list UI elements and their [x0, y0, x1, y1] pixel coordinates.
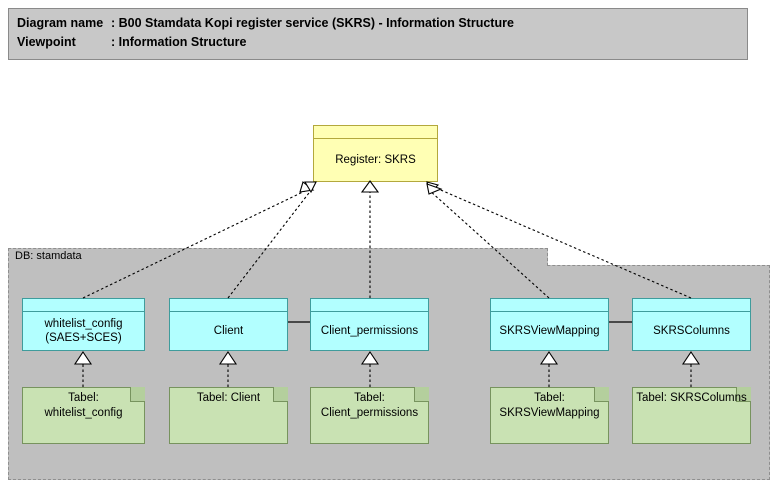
node-skrscolumns[interactable]: SKRSColumns [632, 298, 751, 351]
viewpoint-separator: : [111, 35, 116, 49]
note-label: Tabel: SKRSViewMapping [499, 392, 600, 419]
node-label: Client_permissions [320, 325, 419, 337]
node-skrsviewmapping[interactable]: SKRSViewMapping [490, 298, 609, 351]
viewpoint-line: Viewpoint: Information Structure [17, 33, 747, 52]
node-label: Client [213, 325, 244, 337]
grouping-tab [8, 248, 548, 266]
grouping-label: DB: stamdata [15, 250, 82, 262]
viewpoint-value: Information Structure [118, 35, 247, 49]
note-tabel-whitelist-config[interactable]: Tabel: whitelist_config [22, 387, 145, 444]
node-header-bar [314, 126, 437, 139]
note-fold-corner-icon [273, 387, 288, 402]
node-label: SKRSColumns [653, 325, 730, 337]
node-header-bar [491, 299, 608, 312]
realization-arrowhead-triangle-icon [426, 183, 443, 195]
note-label: Tabel: Client [196, 392, 261, 404]
node-header-bar [633, 299, 750, 312]
node-label: Register: SKRS [335, 154, 416, 166]
node-label: SKRSViewMapping [499, 325, 600, 337]
node-header-bar [170, 299, 287, 312]
note-label: Tabel: whitelist_config [44, 392, 123, 419]
diagram-name-separator: : [111, 16, 116, 30]
realization-arrowhead-triangle-icon [426, 181, 440, 195]
node-label: whitelist_config (SAES+SCES) [44, 318, 123, 344]
note-fold-corner-icon [736, 387, 751, 402]
node-register-skrs[interactable]: Register: SKRS [313, 125, 438, 182]
note-tabel-skrsviewmapping[interactable]: Tabel: SKRSViewMapping [490, 387, 609, 444]
diagram-title-block: Diagram name: B00 Stamdata Kopi register… [8, 8, 748, 60]
node-whitelist-config[interactable]: whitelist_config (SAES+SCES) [22, 298, 145, 351]
node-header-bar [311, 299, 428, 312]
note-label: Tabel: SKRSColumns [636, 392, 747, 404]
note-tabel-skrscolumns[interactable]: Tabel: SKRSColumns [632, 387, 751, 444]
grouping-db-stamdata[interactable]: DB: stamdata [8, 248, 770, 480]
viewpoint-label: Viewpoint [17, 35, 76, 49]
diagram-name-value: B00 Stamdata Kopi register service (SKRS… [118, 16, 514, 30]
note-tabel-client[interactable]: Tabel: Client [169, 387, 288, 444]
node-client-permissions[interactable]: Client_permissions [310, 298, 429, 351]
note-fold-corner-icon [130, 387, 145, 402]
node-client[interactable]: Client [169, 298, 288, 351]
diagram-name-label: Diagram name [17, 16, 104, 30]
note-tabel-client-permissions[interactable]: Tabel: Client_permissions [310, 387, 429, 444]
note-label: Tabel: Client_permissions [320, 392, 419, 419]
realization-arrowhead-triangle-icon [304, 181, 317, 194]
node-header-bar [23, 299, 144, 312]
note-fold-corner-icon [594, 387, 609, 402]
diagram-name-line: Diagram name: B00 Stamdata Kopi register… [17, 14, 747, 33]
note-fold-corner-icon [414, 387, 429, 402]
realization-arrowhead-triangle-icon [360, 180, 380, 193]
realization-arrowhead-triangle-icon [299, 181, 315, 193]
